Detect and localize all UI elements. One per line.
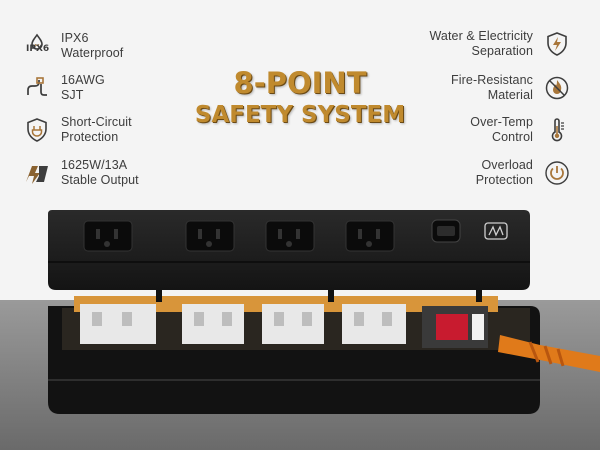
plug-cord-icon [22, 73, 52, 103]
feature-line: Control [492, 130, 533, 144]
brand-logo [484, 222, 508, 240]
water-drop-ipx6-icon [22, 31, 52, 61]
feature-line: Material [487, 88, 533, 102]
feature-line: 16AWG [61, 73, 105, 87]
feature-line: SJT [61, 88, 84, 102]
flame-icon [542, 73, 572, 103]
feature-line: Short-Circuit [61, 115, 132, 129]
feature-line: Separation [471, 44, 533, 58]
feature-line: Protection [61, 130, 119, 144]
feature-over-temp: Over-Temp Control [470, 115, 572, 145]
feature-line: IPX6 [61, 31, 89, 45]
feature-fire-resistance: Fire-Resistanc Material [451, 73, 572, 103]
power-button-icon [542, 158, 572, 188]
feature-line: 1625W/13A [61, 158, 128, 172]
shield-bolt-icon [542, 29, 572, 59]
feature-overload: Overload Protection [476, 158, 572, 188]
feature-short-circuit: Short-Circuit Protection [22, 115, 132, 145]
feature-line: Protection [475, 173, 533, 187]
lid-outlets [83, 220, 395, 252]
internal-outlet-modules [80, 304, 406, 344]
feature-cord-gauge: 16AWG SJT [22, 73, 105, 103]
feature-line: Waterproof [61, 46, 124, 60]
title-line-1: 8-POINT [233, 66, 367, 100]
title-line-2: SAFETY SYSTEM [194, 102, 406, 128]
feature-water-separation: Water & Electricity Separation [429, 29, 572, 59]
ipx6-icon-label: IPX6 [26, 44, 50, 54]
power-bolt-icon [22, 158, 52, 188]
feature-line: Stable Output [61, 173, 139, 187]
feature-line: Water & Electricity [429, 29, 533, 43]
feature-line: Over-Temp [470, 115, 533, 129]
shield-plug-icon [22, 115, 52, 145]
thermometer-icon [542, 115, 572, 145]
feature-stable-output: 1625W/13A Stable Output [22, 158, 139, 188]
page-title: 8-POINT SAFETY SYSTEM [170, 66, 430, 130]
feature-line: Overload [481, 158, 533, 172]
feature-waterproof: IPX6 Waterproof [22, 31, 123, 61]
feature-line: Fire-Resistanc [451, 73, 533, 87]
